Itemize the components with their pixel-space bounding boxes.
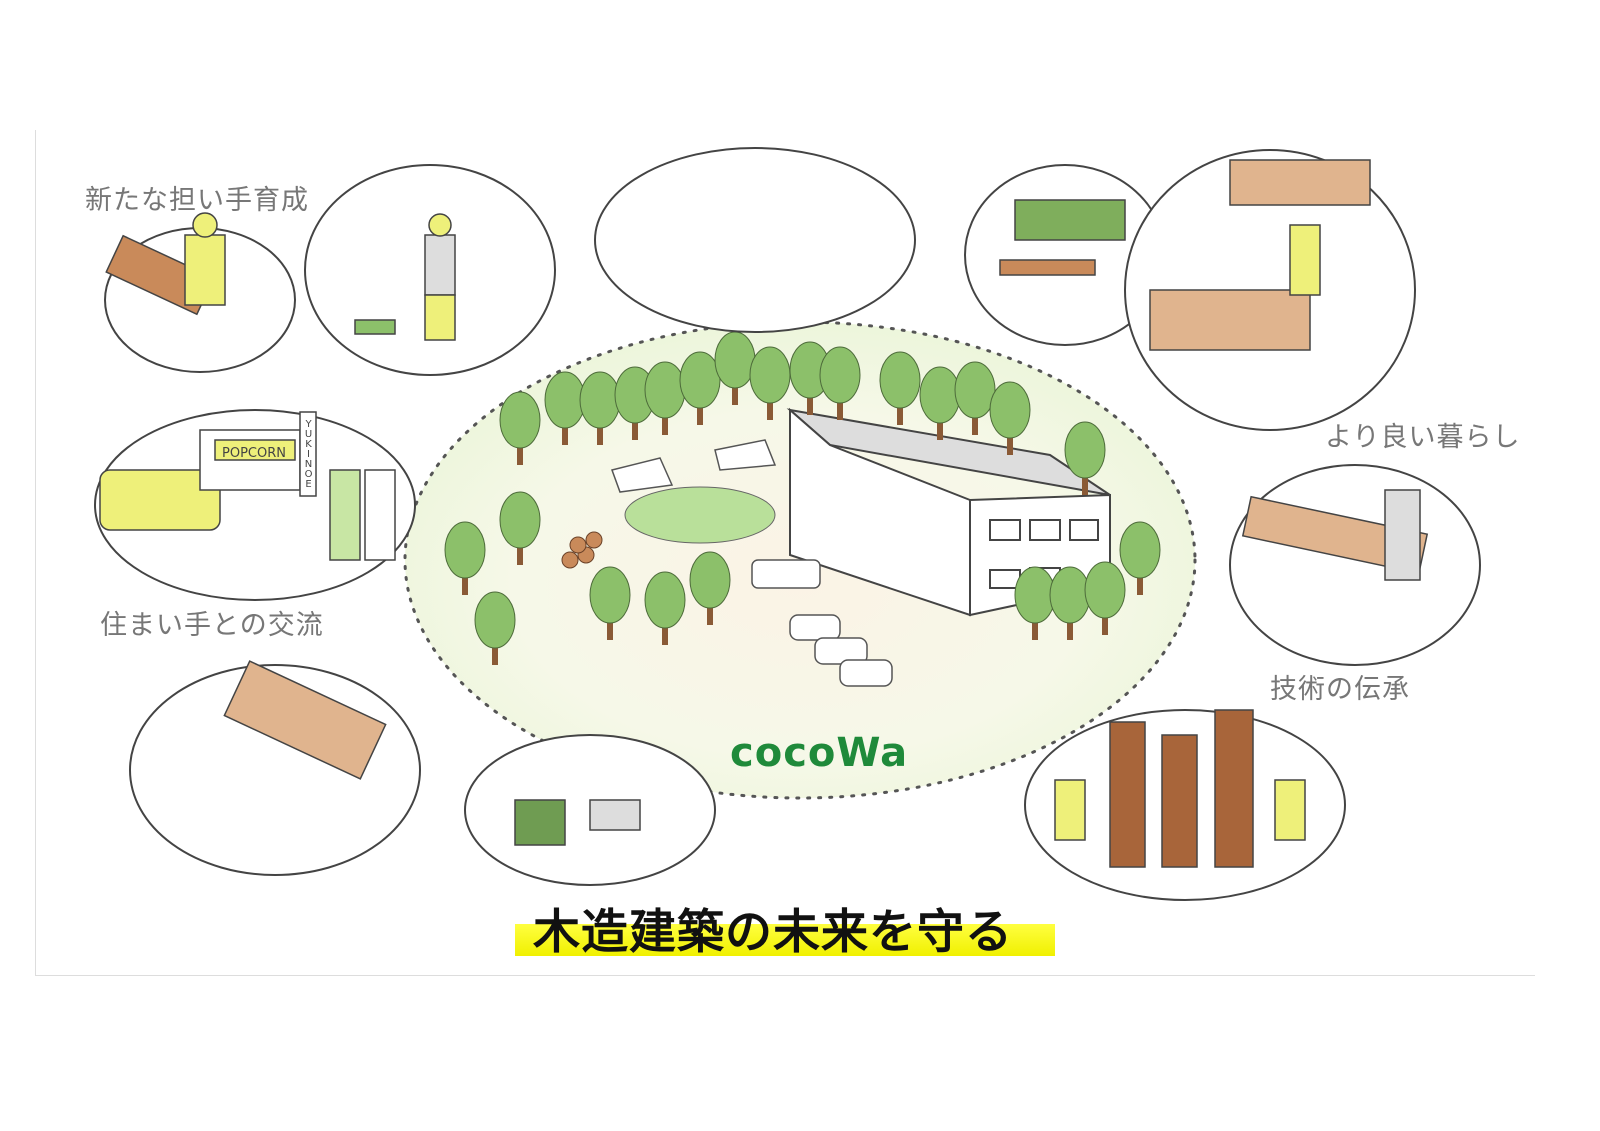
small-sheds	[611, 439, 777, 493]
banner	[299, 411, 317, 497]
label-new-workers: 新たな担い手育成	[85, 185, 309, 216]
tree	[1064, 421, 1106, 495]
tree	[474, 591, 516, 665]
label-better-living: より良い暮らし	[1325, 422, 1521, 453]
label-resident-exchange: 住まい手との交流	[100, 610, 324, 641]
banner-text: YUKINOE	[303, 419, 314, 489]
tree	[499, 491, 541, 565]
tree	[689, 551, 731, 625]
bubble-woodwork-class	[594, 147, 916, 333]
tree	[679, 351, 721, 425]
tree	[614, 366, 656, 440]
page-title: 木造建築の未来を守る	[533, 905, 1013, 960]
tree	[989, 381, 1031, 455]
lawn	[624, 486, 776, 544]
frame-line-bottom	[35, 975, 1535, 976]
log-pile	[561, 531, 603, 569]
trees	[444, 331, 1161, 665]
bubble-craftsman	[1229, 464, 1481, 666]
tree	[644, 571, 686, 645]
title-highlight	[515, 924, 1055, 956]
tree	[1119, 521, 1161, 595]
tree	[954, 361, 996, 435]
tree	[819, 346, 861, 420]
tree	[444, 521, 486, 595]
label-tech-transfer: 技術の伝承	[1270, 674, 1410, 705]
tree	[589, 566, 631, 640]
frame-line-left	[35, 130, 36, 976]
tree	[499, 391, 541, 465]
tree	[879, 351, 921, 425]
popcorn-sign	[214, 439, 296, 461]
tree	[1084, 561, 1126, 635]
cocowa-logo: cocoWa	[730, 730, 909, 776]
popcorn-text: POPCORN	[222, 446, 286, 461]
parked-cars	[751, 559, 893, 687]
